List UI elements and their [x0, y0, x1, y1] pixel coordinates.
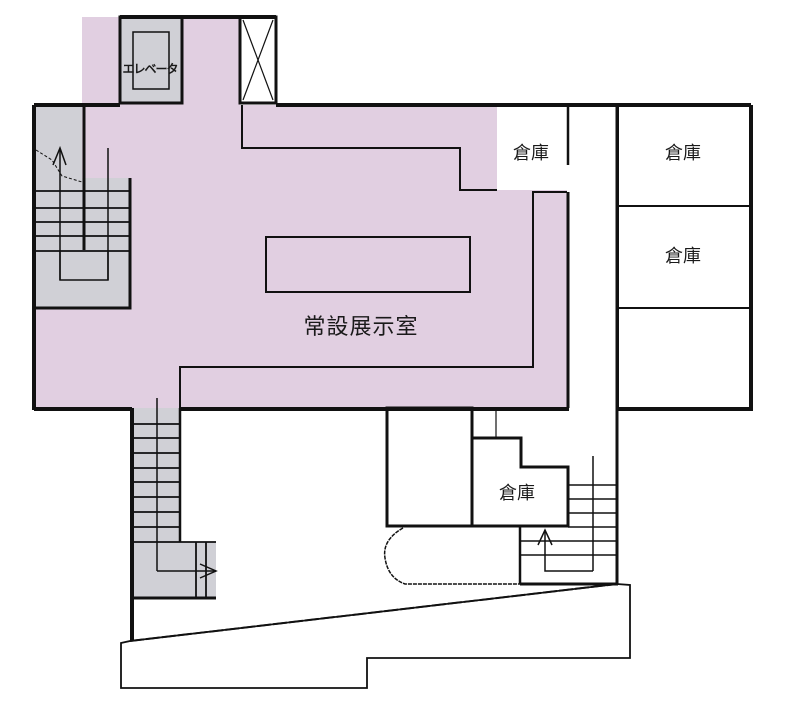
lower-rooms	[383, 406, 570, 585]
exhibition-room[interactable]	[34, 17, 567, 408]
storage-top-small[interactable]	[497, 105, 567, 190]
elevator-car	[132, 31, 170, 90]
void-shaft-frame	[238, 15, 278, 105]
storage-right-1-label: 倉庫	[665, 143, 701, 164]
stair-treads	[520, 484, 616, 556]
storage-bottom[interactable]	[470, 436, 570, 528]
stairs-west[interactable]	[132, 398, 218, 600]
stairs-southeast[interactable]	[520, 456, 618, 586]
exterior-walls	[32, 15, 753, 640]
exhibition-room-label: 常設展示室	[303, 315, 419, 340]
elevator-label: エレベータ	[122, 62, 178, 76]
elevator-shaft	[118, 15, 184, 105]
elevator[interactable]	[118, 15, 184, 105]
stair-landing	[59, 250, 109, 281]
storage-bottom-label: 倉庫	[499, 483, 535, 504]
display-case	[265, 236, 471, 293]
entrance-ramp	[120, 583, 631, 689]
storage-right-block	[617, 104, 751, 409]
exhibition-partition-lower	[179, 191, 567, 408]
stair-treads	[34, 190, 130, 252]
stairs-west-area	[132, 408, 180, 598]
lower-room-left[interactable]	[385, 406, 474, 528]
stair-treads	[132, 423, 216, 598]
stair-handrail-turn	[544, 532, 593, 572]
exhibition-room-fill	[34, 17, 567, 408]
storage-top-small-label: 倉庫	[513, 143, 549, 164]
storage-right-2-label: 倉庫	[665, 246, 701, 267]
forecourt-outline	[120, 583, 631, 689]
stair-outline	[34, 178, 132, 310]
stairs-northwest-area-2	[34, 178, 130, 308]
exhibition-partition-upper	[241, 105, 497, 191]
stair-down-arrowhead-icon	[199, 563, 218, 579]
storage-right-3[interactable]	[617, 307, 751, 409]
rounded-porch	[383, 527, 520, 585]
void-shaft	[238, 15, 278, 105]
stair-arrowhead-icon	[52, 145, 67, 166]
stairs-northwest[interactable]	[34, 105, 132, 310]
void-cross-2	[242, 19, 274, 101]
stair-up-arrowhead-icon	[537, 528, 553, 546]
stairs-west-landing-area	[180, 542, 216, 598]
